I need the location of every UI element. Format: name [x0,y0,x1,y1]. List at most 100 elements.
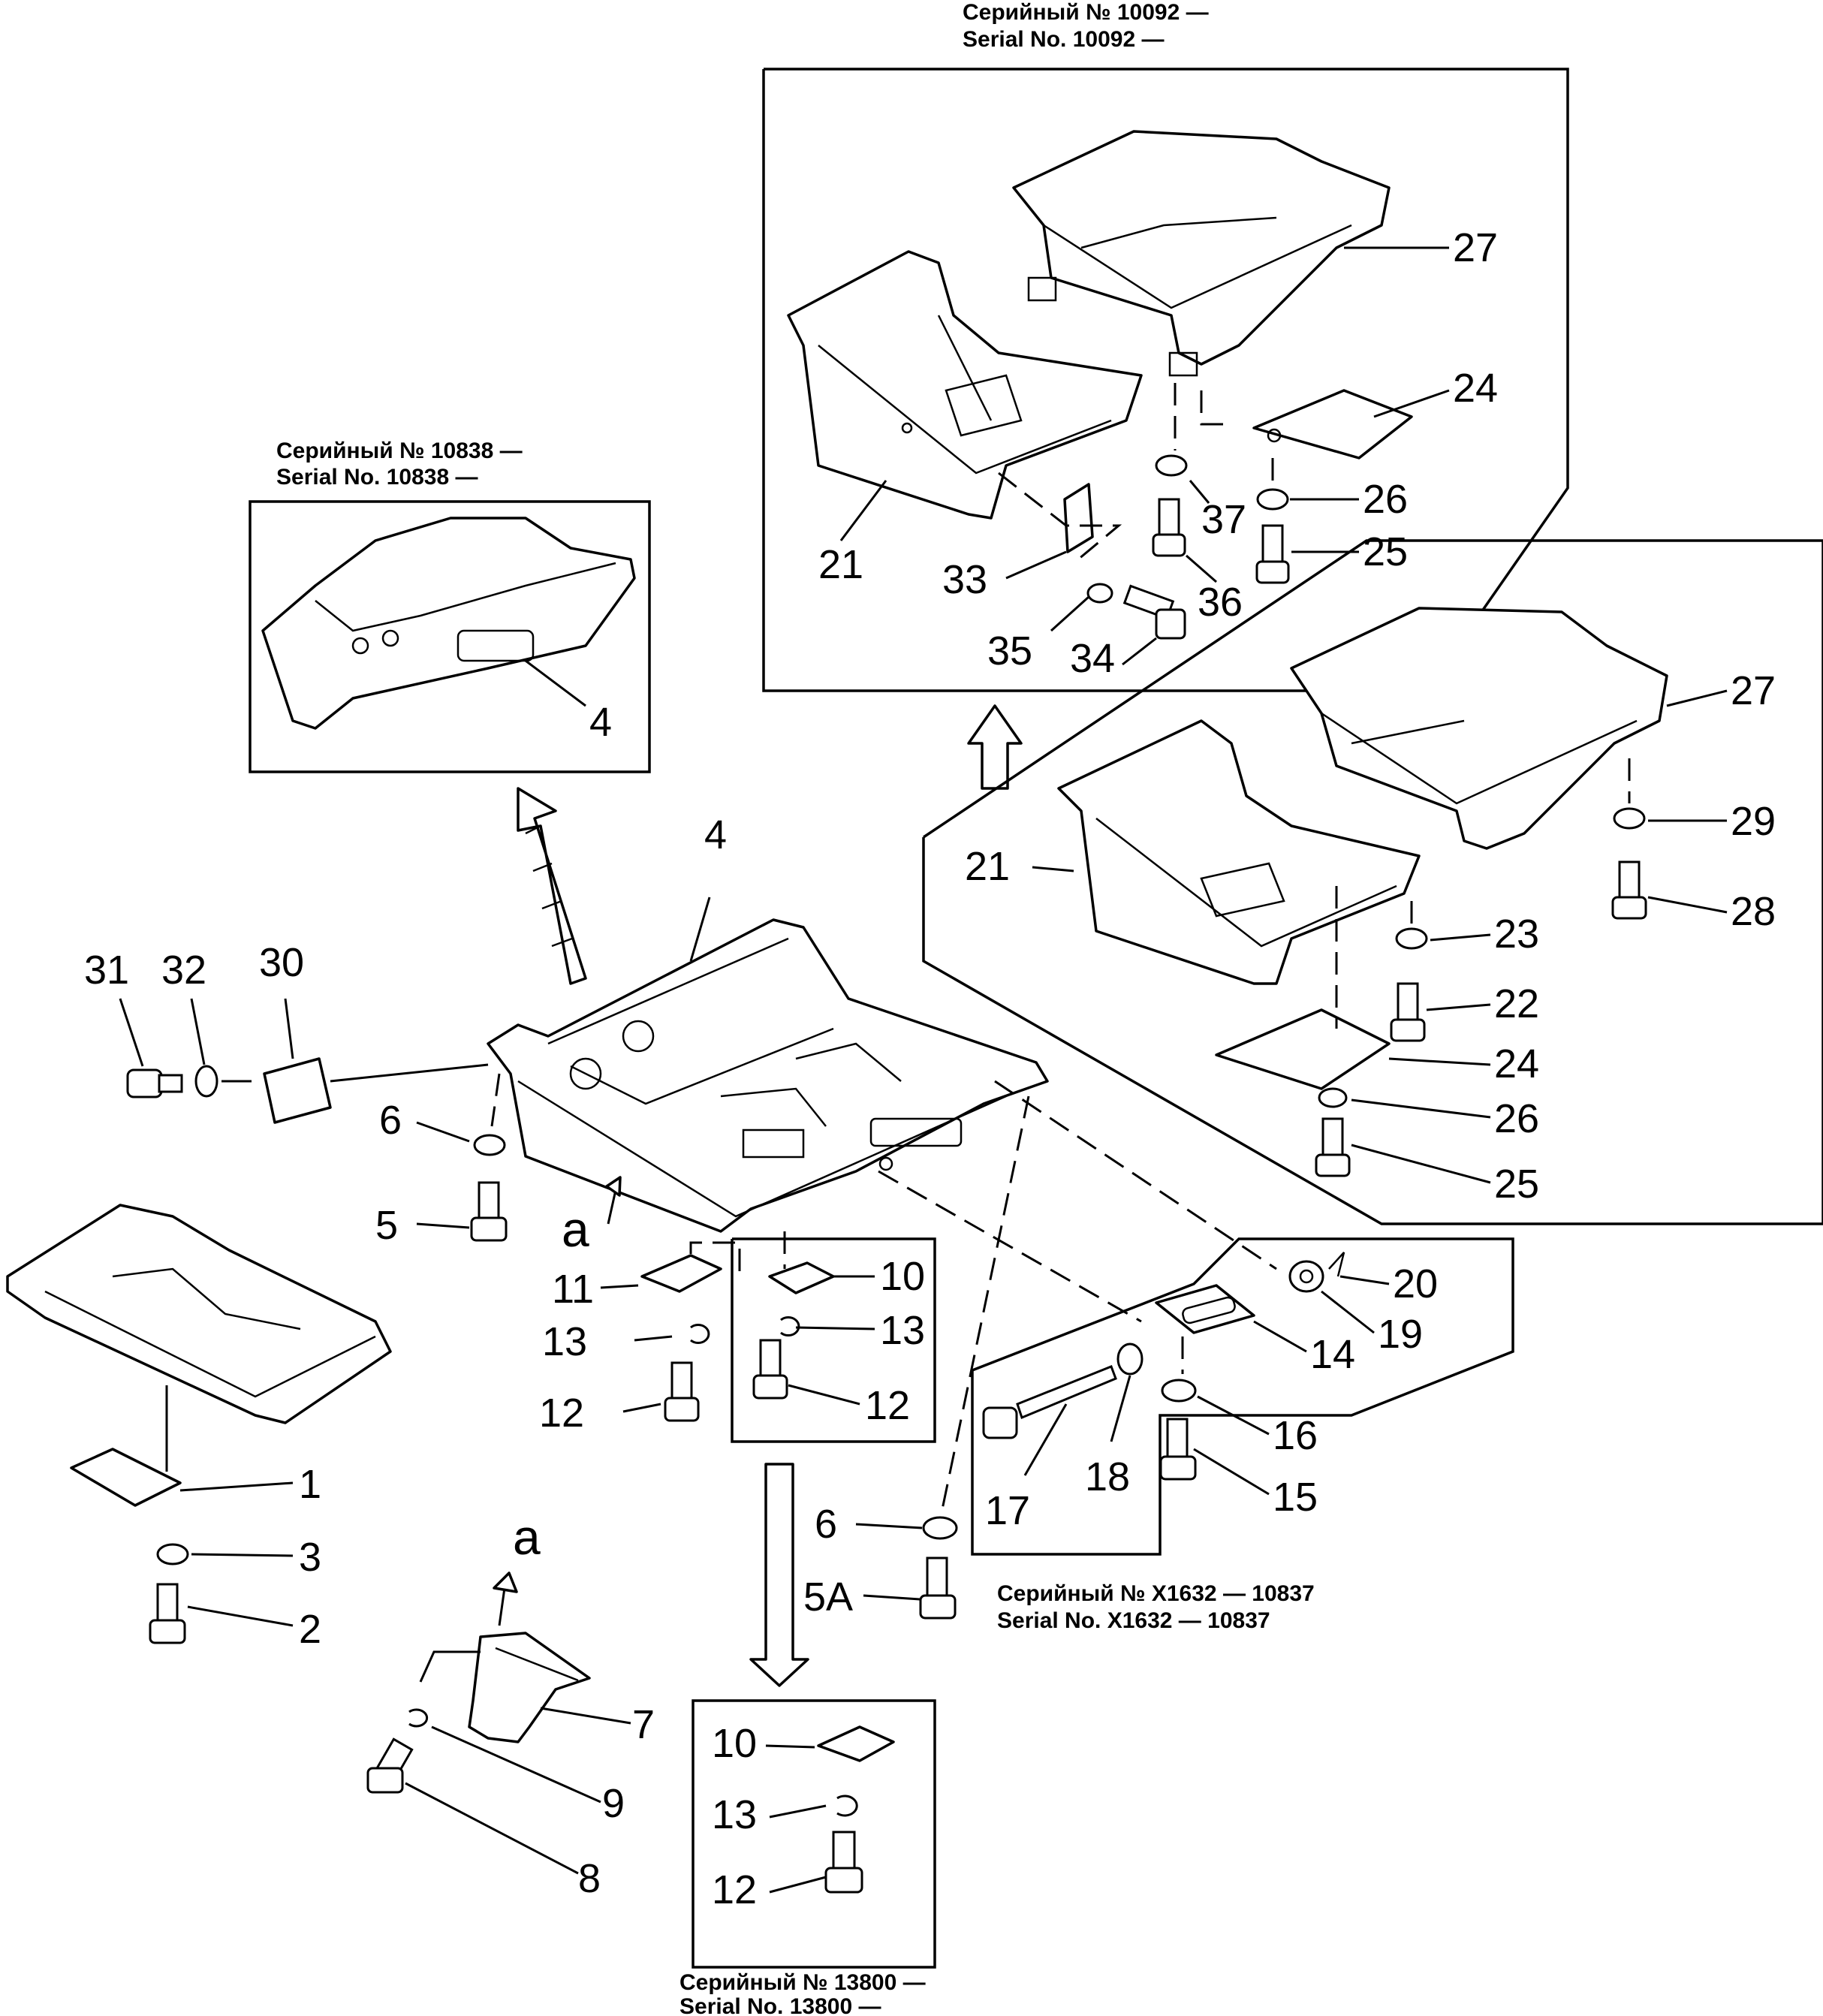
inset-frame-10838 [249,500,651,773]
label-34: 34 [1070,636,1115,681]
inset-serial-10092: Серийный № 10092 — Serial No. 10092 — [762,0,1569,692]
label-8: 8 [578,1856,601,1901]
bolt-5a [919,1556,957,1620]
circlip-9 [408,1708,429,1728]
clip-10-inset [817,1725,895,1762]
inset-frame-13800 [692,1699,936,1969]
bolt-15 [1159,1418,1197,1481]
label-4-main: 4 [704,812,727,857]
inset-serial-10838: Серийный № 10838 — Serial No. 10838 — 4 [249,438,651,773]
guard-27-mid [1290,607,1668,850]
label-5a: 5A [803,1575,853,1620]
guard-21-mid [1057,719,1421,985]
bolt-8 [366,1737,414,1794]
label-37: 37 [1201,497,1246,542]
serial-x1632-ru: Серийный № X1632 — 10837 [997,1581,1315,1606]
bolt-17 [982,1365,1117,1439]
bolt-25-mid [1315,1117,1351,1177]
label-24-mid: 24 [1494,1041,1539,1086]
inset-serial-x1632: Серийный № X1632 — 10837 Serial No. X163… [878,1080,1514,1633]
bracket-30 [263,1057,332,1124]
bolt-25-top [1255,524,1290,584]
serial-x1632-en: Serial No. X1632 — 10837 [997,1608,1270,1633]
nut-19 [1288,1260,1324,1293]
label-13-left: 13 [542,1319,587,1364]
label-14: 14 [1310,1332,1355,1377]
washer-23 [1395,927,1428,950]
serial-10092-ru: Серийный № 10092 — [963,0,1209,25]
bolt-12-left [664,1361,700,1422]
bolt-31 [126,1068,183,1098]
washer-26-top [1256,488,1289,511]
frame-4-detail [261,517,636,730]
main-frame-4 [487,918,1049,1233]
cotter-pin-20 [1328,1252,1345,1277]
washer-18 [1116,1342,1144,1376]
label-30: 30 [259,940,304,985]
washer-37 [1155,454,1188,477]
arrow-to-10838 [517,787,587,985]
label-12-left: 12 [539,1391,584,1436]
view-letter-a-detail: a [513,1509,541,1565]
bolt-5 [470,1181,508,1242]
bracket-33 [1063,483,1094,553]
washer-6-bottom [922,1516,958,1540]
inset-middle-right: 27 29 28 23 22 24 26 25 21 [922,539,1823,1225]
view-letter-a-main: a [562,1201,589,1257]
washer-35 [1086,583,1113,604]
inset-frame-10092 [762,68,1569,692]
serial-13800-en: Serial No. 13800 — [679,1994,881,2016]
label-31: 31 [84,948,129,993]
bolt-22 [1390,982,1426,1042]
label-32: 32 [161,948,206,993]
label-15: 15 [1273,1475,1318,1520]
label-4-inset: 4 [589,700,612,745]
guard-27-top [1012,130,1391,377]
washer-26-mid [1318,1087,1348,1108]
group-box-10-12 [731,1237,936,1443]
label-10-inset: 10 [712,1721,757,1766]
label-23: 23 [1494,912,1539,957]
inset-serial-13800: 10 13 12 Серийный № 13800 — Serial No. 1… [679,1699,936,2016]
label-19: 19 [1378,1312,1423,1357]
circlip-13-right [780,1316,800,1336]
label-28: 28 [1731,889,1776,934]
label-6-left: 6 [379,1098,402,1143]
inset-frame-mid [922,539,1823,1225]
label-33: 33 [942,557,987,602]
label-10-upper: 10 [880,1254,925,1299]
label-17: 17 [985,1488,1030,1533]
label-9: 9 [602,1781,625,1826]
label-16: 16 [1273,1413,1318,1458]
inset-frame-x1632 [971,1237,1514,1556]
label-5: 5 [375,1203,398,1248]
label-12-inset: 12 [712,1867,757,1912]
label-24-top: 24 [1453,366,1498,411]
label-3: 3 [299,1535,321,1580]
label-1: 1 [299,1462,321,1507]
label-12-right: 12 [865,1383,910,1428]
label-13-right: 13 [880,1308,925,1353]
serial-10838-en: Serial No. 10838 — [276,465,478,490]
label-26-top: 26 [1363,477,1408,522]
label-21-top: 21 [818,542,863,587]
label-22: 22 [1494,981,1539,1026]
plate-24-top [1252,389,1413,460]
clip-10-upper [768,1261,835,1294]
washer-29 [1613,807,1646,830]
bolt-2 [149,1583,186,1644]
washer-32 [194,1065,218,1098]
label-21-mid: 21 [965,844,1010,889]
label-27-top: 27 [1453,225,1498,270]
guard-21-top [787,250,1143,520]
bolt-12-right [752,1339,788,1400]
arrow-down-to-13800 [749,1463,809,1687]
label-7: 7 [632,1702,655,1747]
label-6-bottom: 6 [815,1502,837,1547]
clip-11 [640,1254,722,1293]
label-36: 36 [1198,580,1243,625]
washer-16 [1161,1379,1197,1403]
washer-3 [156,1543,189,1565]
label-27-mid: 27 [1731,668,1776,713]
